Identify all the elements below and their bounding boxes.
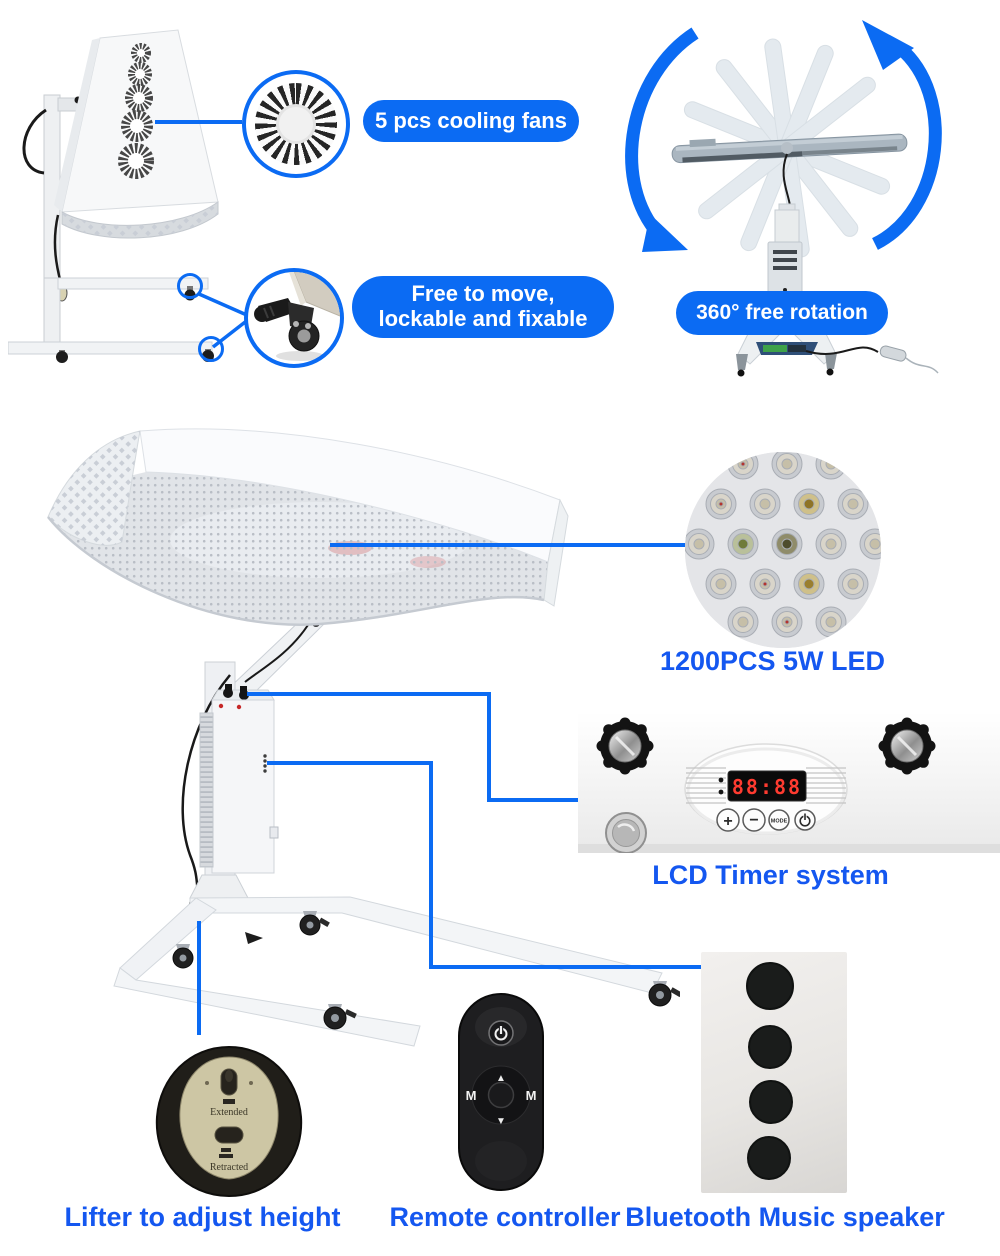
- caster-zoom-inset: [244, 268, 344, 368]
- callout-pill-cooling-fans: 5 pcs cooling fans: [363, 100, 579, 142]
- toggle-knob-icon: [239, 690, 249, 700]
- lcd-label: LCD Timer system: [652, 860, 889, 890]
- main-device-illustration: [47, 428, 680, 1047]
- connector-line-speaker: [267, 761, 433, 765]
- center-button-icon: [487, 1081, 515, 1109]
- fan-zoom-inset: [242, 70, 350, 178]
- caster-highlight-circle: [177, 273, 203, 299]
- connector-line-speaker: [429, 965, 705, 969]
- caster-wheel-icon: [56, 351, 68, 363]
- minus-button-icon: [742, 808, 766, 832]
- extend-button-label: Extended: [210, 1107, 248, 1118]
- connector-line-led: [330, 543, 688, 547]
- cooling-fan-icons: [118, 43, 154, 179]
- floor-remote: [805, 345, 939, 374]
- base-beam: [8, 341, 213, 355]
- plus-button-label: +: [723, 813, 732, 830]
- connector-line-lcd: [247, 692, 491, 696]
- callout-text: 5 pcs cooling fans: [375, 107, 567, 133]
- connector-line-speaker: [429, 761, 433, 969]
- speaker-holes-icon: [746, 962, 794, 1180]
- timer-panel-illustration: 88:88 + − MODE: [578, 712, 1000, 853]
- speaker-photo: [701, 952, 847, 1193]
- mode-right-label: M: [526, 1088, 537, 1103]
- wheeled-base: [113, 874, 663, 1047]
- toggle-knob-icon: [223, 688, 233, 698]
- connector-line-lcd: [487, 692, 491, 802]
- minus-button-label: −: [749, 812, 758, 829]
- plus-button-icon: [716, 808, 740, 832]
- arm-cable: [244, 624, 309, 683]
- retract-button-label: Retracted: [210, 1162, 248, 1173]
- callout-text-line2: lockable and fixable: [378, 306, 588, 331]
- up-arrow-icon: ▲: [496, 1073, 506, 1084]
- power-push-button-icon: [605, 812, 647, 853]
- rotation-pinwheel-illustration: [625, 20, 942, 377]
- callout-text-line1: Free to move,: [411, 281, 555, 307]
- led-array-icon: [685, 452, 881, 648]
- intensity-knob-icon: [878, 717, 936, 775]
- power-button-icon: [488, 1020, 514, 1046]
- remote-controller-photo: ▲ ▼ M M: [458, 993, 544, 1191]
- remote-label: Remote controller: [389, 1202, 621, 1232]
- retract-button-icon: [214, 1126, 244, 1144]
- led-label: 1200PCS 5W LED: [659, 646, 886, 676]
- base-beam: [57, 277, 209, 290]
- mode-left-label: M: [466, 1088, 477, 1103]
- timer-panel-photo: 88:88 + − MODE: [578, 712, 1000, 853]
- mode-button-label: MODE: [771, 819, 788, 825]
- lifter-hand-control-photo: Extended Retracted: [155, 1045, 303, 1198]
- lifter-remote-faceplate: [179, 1056, 279, 1180]
- power-cable: [22, 108, 47, 175]
- rotation-arrow-icon-left: [625, 27, 699, 252]
- lifter-label: Lifter to adjust height: [64, 1202, 341, 1232]
- connector-lines-caster: [198, 292, 251, 349]
- callout-pill-rotation: 360° free rotation: [676, 291, 888, 335]
- connector-line-lcd: [487, 798, 582, 802]
- callout-pill-free-move: Free to move, lockable and fixable: [352, 276, 614, 338]
- rotation-hub: [781, 142, 793, 154]
- rotation-arrow-icon-right: [862, 20, 942, 250]
- mode-button-icon: [768, 809, 790, 831]
- lcd-screen: [727, 770, 807, 802]
- caster-highlight-circle: [198, 336, 224, 362]
- led-zoom-inset: [685, 452, 881, 648]
- control-box: [767, 241, 803, 301]
- led-canopy: [47, 428, 569, 626]
- canopy-top-surface: [139, 428, 561, 563]
- lockable-caster-icon: [254, 272, 340, 361]
- vent-grille: [199, 712, 214, 868]
- speaker-label: Bluetooth Music speaker: [625, 1202, 945, 1232]
- power-button-icon: [794, 809, 816, 831]
- caster-wheels: [172, 911, 680, 1030]
- down-arrow-icon: ▼: [496, 1116, 506, 1127]
- callout-text: 360° free rotation: [696, 301, 868, 325]
- intensity-knob-icon: [596, 717, 654, 775]
- connector-line-lifter: [197, 921, 201, 1035]
- cooling-fan-icon: [255, 83, 337, 165]
- control-box: [199, 684, 279, 874]
- lcd-digits: 88:88: [732, 775, 802, 799]
- connector-line-fan: [155, 120, 242, 124]
- lcd-display-area: 88:88 + − MODE: [684, 743, 848, 835]
